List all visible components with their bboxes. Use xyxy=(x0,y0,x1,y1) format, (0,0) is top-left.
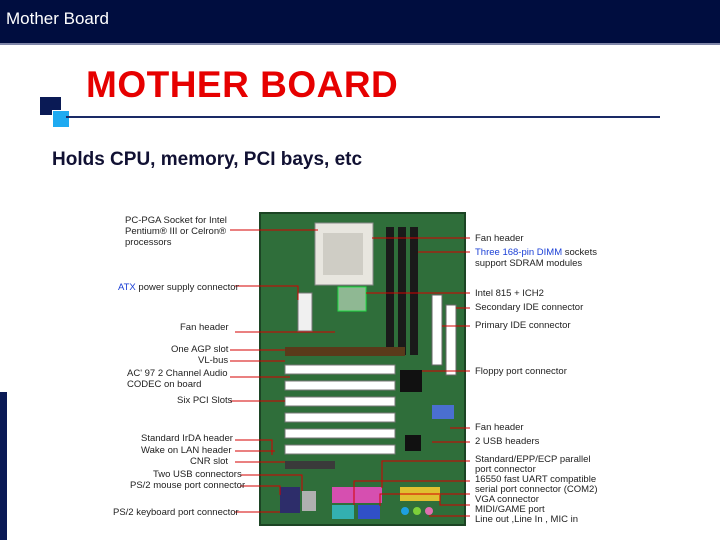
title-decoration-accent xyxy=(52,110,70,128)
label-atx-power: ATX power supply connector xyxy=(118,282,239,293)
chip xyxy=(432,405,454,419)
chipset-heatsink xyxy=(337,286,367,312)
label-floppy-connector: Floppy port connector xyxy=(475,366,567,377)
label-audio-codec: AC' 97 2 Channel Audio xyxy=(127,368,228,379)
pci-slot xyxy=(284,380,396,391)
label-ps2-mouse: PS/2 mouse port connector xyxy=(130,480,246,491)
label-midi-game: MIDI/GAME port xyxy=(475,504,545,515)
dimm-slot xyxy=(386,227,394,355)
cnr-slot xyxy=(285,461,335,469)
label-cpu-socket-line2: Pentium® III or Celron® xyxy=(125,226,227,237)
audio-jack xyxy=(425,507,433,515)
label-cnr-slot: CNR slot xyxy=(190,456,229,467)
label-parallel-port: Standard/EPP/ECP parallel xyxy=(475,454,591,465)
chip xyxy=(405,435,421,451)
ps2-ports xyxy=(280,487,300,513)
label-ps2-keyboard: PS/2 keyboard port connector xyxy=(113,507,239,518)
label-dimm-text: Three 168-pin DIMM xyxy=(475,247,563,258)
label-intel-chipset: Intel 815 + ICH2 xyxy=(475,288,544,299)
chip xyxy=(400,370,422,392)
pci-slot xyxy=(284,412,396,423)
pci-slot xyxy=(284,428,396,439)
label-cpu-socket: PC-PGA Socket for Intel xyxy=(125,215,227,226)
label-serial-port: serial port connector (COM2) xyxy=(475,484,598,495)
slide-title: MOTHER BOARD xyxy=(86,64,399,105)
pci-slot xyxy=(284,444,396,455)
audio-jack xyxy=(401,507,409,515)
label-usb-connectors: Two USB connectors xyxy=(153,469,242,480)
parallel-port xyxy=(332,487,382,503)
window-title: Mother Board xyxy=(6,9,109,28)
dimm-slot xyxy=(398,227,406,355)
motherboard-image xyxy=(230,212,470,526)
label-cpu-socket-line3: processors xyxy=(125,237,172,248)
label-audio-codec-line2: CODEC on board xyxy=(127,379,202,390)
label-agp-slot: One AGP slot xyxy=(171,344,229,355)
pci-slot xyxy=(284,396,396,407)
label-wol-header: Wake on LAN header xyxy=(141,445,232,456)
left-edge-bar xyxy=(0,392,7,540)
label-dimm-suffix: sockets xyxy=(564,247,597,258)
pci-slot xyxy=(284,364,396,375)
vga-port xyxy=(358,505,380,519)
atx-power-connector xyxy=(297,292,313,332)
label-vga-connector: VGA connector xyxy=(475,494,539,505)
ide-connector xyxy=(445,304,457,376)
label-vl-bus: VL-bus xyxy=(198,355,229,366)
label-dimm-sockets: Three 168-pin DIMM sockets xyxy=(475,247,597,258)
label-atx-prefix: ATX xyxy=(118,282,136,293)
agp-slot xyxy=(285,347,405,356)
window-titlebar: Mother Board xyxy=(0,0,720,45)
label-fan-header-right: Fan header xyxy=(475,233,524,244)
label-fan-header-lower: Fan header xyxy=(475,422,524,433)
label-secondary-ide: Secondary IDE connector xyxy=(475,302,584,313)
label-parallel-port-line2: port connector xyxy=(475,464,536,475)
audio-jack xyxy=(413,507,421,515)
dimm-slot xyxy=(410,227,418,355)
title-underline xyxy=(66,116,660,118)
motherboard-diagram: PC-PGA Socket for Intel Pentium® III or … xyxy=(110,205,610,535)
label-audio-jacks: Line out ,Line In , MIC in xyxy=(475,514,578,525)
serial-port xyxy=(332,505,354,519)
label-sdram-support: support SDRAM modules xyxy=(475,258,583,269)
label-atx-text: power supply connector xyxy=(138,282,239,293)
label-usb-headers: 2 USB headers xyxy=(475,436,540,447)
label-uart: 16550 fast UART compatible xyxy=(475,474,597,485)
label-pci-slots: Six PCI Slots xyxy=(177,395,233,406)
label-primary-ide: Primary IDE connector xyxy=(475,320,571,331)
bullet-text: Holds CPU, memory, PCI bays, etc xyxy=(52,149,363,170)
ide-connector xyxy=(431,294,443,366)
label-fan-header-left: Fan header xyxy=(180,322,229,333)
usb-ports xyxy=(302,491,316,511)
label-irda-header: Standard IrDA header xyxy=(141,433,233,444)
